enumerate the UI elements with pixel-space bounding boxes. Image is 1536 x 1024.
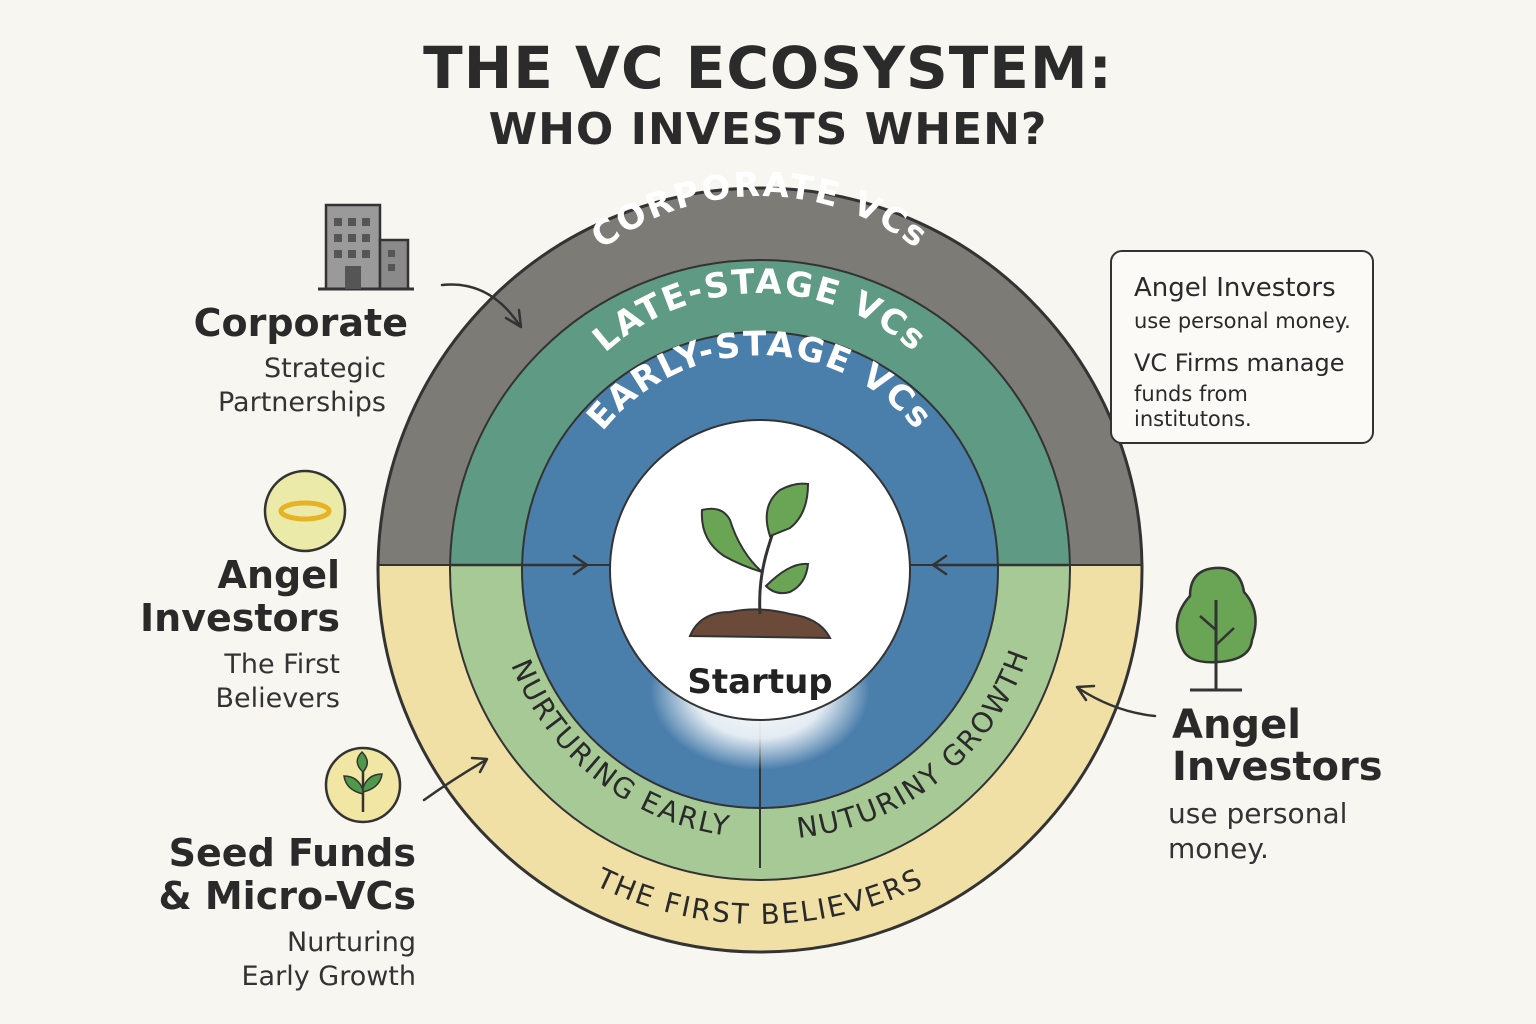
angel-subtitle-line: money.	[1168, 832, 1269, 865]
note-vc-text: funds from institutons.	[1134, 381, 1252, 431]
angel-heading-line: Angel	[217, 553, 340, 597]
angel-subtitle-line: Believers	[215, 682, 340, 714]
page-title: THE VC ECOSYSTEM:	[423, 34, 1113, 102]
office-building-icon	[318, 203, 414, 291]
arrow-angel-left-head	[572, 554, 589, 576]
halo-icon	[263, 469, 347, 553]
angel-subtitle-line: use personal	[1168, 797, 1348, 830]
note-vc-title: VC Firms manage	[1134, 348, 1345, 377]
arrow-corporate-head	[504, 308, 523, 329]
seed-heading-line: & Micro-VCs	[158, 873, 416, 918]
angel-heading-line: Angel	[1172, 702, 1301, 748]
corporate-heading: Corporate	[193, 301, 408, 345]
corporate-subtitle: Strategic Partnerships	[110, 352, 386, 420]
note-angel-title: Angel Investors	[1134, 273, 1336, 303]
seed-subtitle-line: Nurturing	[287, 927, 416, 958]
page-subtitle: WHO INVESTS WHEN?	[488, 104, 1048, 155]
angel-heading-right: Angel Investors	[1172, 704, 1432, 788]
angel-heading-line: Investors	[140, 595, 340, 640]
seed-subtitle: Nurturing Early Growth	[110, 926, 417, 994]
corporate-subtitle-line: Strategic	[263, 353, 386, 384]
arrow-right-angel	[1076, 686, 1157, 718]
investor-note-box: Angel Investors use personal money. VC F…	[1110, 250, 1374, 444]
arrow-corporate	[440, 283, 522, 328]
angel-heading-left: Angel Investors	[100, 554, 340, 639]
angel-subtitle-left: The First Believers	[100, 648, 340, 716]
arrow-angel-right-head	[931, 554, 948, 576]
arrow-seed	[422, 758, 488, 802]
angel-subtitle-right: use personal money.	[1168, 796, 1428, 866]
arrow-right-angel-head	[1075, 684, 1096, 702]
seedling-icon	[688, 482, 832, 640]
arrow-seed-head	[470, 756, 489, 774]
angel-heading-line: Investors	[1172, 744, 1383, 790]
seed-heading: Seed Funds & Micro-VCs	[110, 832, 416, 917]
seed-subtitle-line: Early Growth	[241, 960, 417, 992]
note-angel-text: use personal money.	[1134, 308, 1351, 333]
seed-heading-line: Seed Funds	[168, 831, 416, 875]
corporate-subtitle-line: Partnerships	[217, 386, 386, 418]
sprout-icon	[324, 746, 402, 824]
startup-label: Startup	[687, 662, 832, 702]
tree-icon	[1175, 566, 1257, 692]
angel-subtitle-line: The First	[224, 649, 340, 680]
